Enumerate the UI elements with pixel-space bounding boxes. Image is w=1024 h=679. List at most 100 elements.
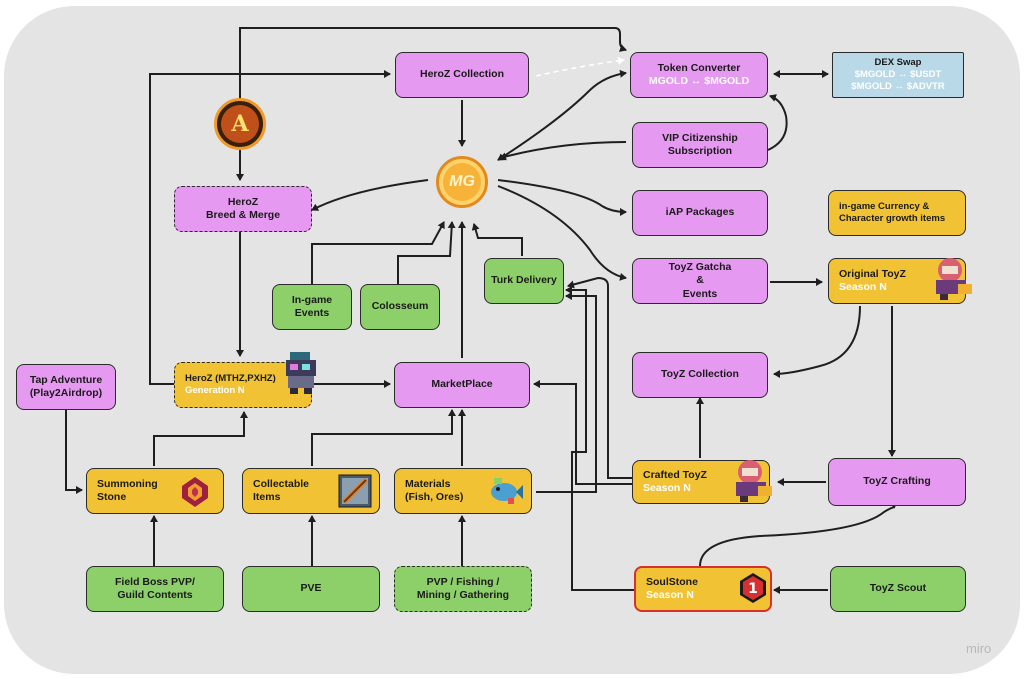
pvp-line2: Mining / Gathering xyxy=(416,589,510,601)
fieldboss-line2: Guild Contents xyxy=(117,589,193,601)
arrow-mg-token-converter xyxy=(497,69,627,161)
miro-watermark: miro xyxy=(966,641,992,656)
tap-line1: Tap Adventure xyxy=(29,373,103,386)
tap-adventure-node[interactable]: Tap Adventure (Play2Airdrop) xyxy=(16,364,116,410)
ingame-events-node[interactable]: In-game Events xyxy=(272,284,352,330)
heroz-robot-icon xyxy=(286,352,316,394)
toyz-scout-label: ToyZ Scout xyxy=(869,582,927,595)
legend-line1: in-game Currency & xyxy=(839,201,930,213)
collectable-line2: Items xyxy=(253,491,281,503)
breed-line1: HeroZ xyxy=(227,195,259,208)
crafted-toyz-title: Crafted ToyZ xyxy=(643,468,707,481)
mg-coin-icon: MG xyxy=(436,156,488,208)
iap-packages-node[interactable]: iAP Packages xyxy=(632,190,768,236)
materials-fish-icon xyxy=(491,478,523,504)
soulstone-badge-icon: 1 xyxy=(740,573,766,603)
token-converter-sub: MGOLD ↔ $MGOLD xyxy=(648,75,750,87)
original-toyz-character-icon xyxy=(936,258,972,300)
gacha-line1: ToyZ Gatcha xyxy=(668,261,732,274)
iap-label: iAP Packages xyxy=(665,206,735,219)
collectable-line1: Collectable xyxy=(253,477,310,490)
arrow-soulstone-to-crafting xyxy=(699,501,898,567)
field-boss-node[interactable]: Field Boss PVP/ Guild Contents xyxy=(86,566,224,612)
soulstone-title: SoulStone xyxy=(646,575,698,588)
toyz-crafting-node[interactable]: ToyZ Crafting xyxy=(828,458,966,506)
arrow-summoning-to-heroz xyxy=(153,411,248,466)
toyz-crafting-label: ToyZ Crafting xyxy=(863,475,931,488)
turk-label: Turk Delivery xyxy=(491,274,557,287)
toyz-scout-node[interactable]: ToyZ Scout xyxy=(830,566,966,612)
toyz-gacha-node[interactable]: ToyZ Gatcha & Events xyxy=(632,258,768,304)
collectable-items-icon xyxy=(338,474,372,508)
heroz-gen-sub: Generation N xyxy=(185,385,245,396)
toyz-collection-label: ToyZ Collection xyxy=(661,368,739,381)
arrow-events-to-mg xyxy=(311,221,445,284)
vip-line1: VIP Citizenship xyxy=(662,131,738,144)
legend-currency-node: in-game Currency & Character growth item… xyxy=(828,190,966,236)
advtr-coin-icon: A xyxy=(214,98,266,150)
original-toyz-title: Original ToyZ xyxy=(839,267,906,280)
crafted-toyz-sub: Season N xyxy=(643,482,691,494)
arrow-tap-to-summoning xyxy=(65,408,83,494)
advtr-coin-glyph: A xyxy=(221,105,259,143)
gacha-line3: Events xyxy=(682,287,718,300)
original-toyz-sub: Season N xyxy=(839,281,887,293)
summoning-line1: Summoning xyxy=(97,477,158,490)
heroz-gen-title: HeroZ (MTHZ,PXHZ) xyxy=(185,373,276,385)
soulstone-badge-number: 1 xyxy=(748,581,758,597)
soulstone-sub: Season N xyxy=(646,589,694,601)
vip-subscription-node[interactable]: VIP Citizenship Subscription xyxy=(632,122,768,168)
turk-delivery-node[interactable]: Turk Delivery xyxy=(484,258,564,304)
token-converter-title: Token Converter xyxy=(657,61,741,74)
arrow-turk-to-mg xyxy=(471,223,523,256)
dex-swap-title: DEX Swap xyxy=(874,57,922,69)
crafted-toyz-character-icon xyxy=(736,460,772,502)
breed-line2: Breed & Merge xyxy=(205,209,281,221)
arrow-vip-to-mg xyxy=(499,141,627,161)
events-line2: Events xyxy=(294,307,330,319)
arrow-crafted-to-turk xyxy=(567,276,632,479)
pve-node[interactable]: PVE xyxy=(242,566,380,612)
tap-line2: (Play2Airdrop) xyxy=(29,387,103,399)
gacha-line2: & xyxy=(696,274,704,287)
arrow-soulstone-to-turk xyxy=(565,286,634,591)
dex-swap-node[interactable]: DEX Swap $MGOLD ↔ $USDT $MGOLD ↔ $ADVTR xyxy=(832,52,964,98)
arrow-materials-to-turk xyxy=(536,292,597,493)
arrow-spine-to-heroz-collection xyxy=(149,70,391,385)
marketplace-node[interactable]: MarketPlace xyxy=(394,362,530,408)
pvp-fishing-node[interactable]: PVP / Fishing / Mining / Gathering xyxy=(394,566,532,612)
arrow-mg-to-iap xyxy=(497,179,627,216)
arrow-vip-to-token-converter xyxy=(767,94,788,151)
summoning-stone-node[interactable]: Summoning Stone xyxy=(86,468,224,514)
dex-swap-line2: $MGOLD ↔ $ADVTR xyxy=(851,80,945,92)
arrow-original-to-collection xyxy=(773,305,861,378)
fieldboss-line1: Field Boss PVP/ xyxy=(115,575,195,588)
events-line1: In-game xyxy=(291,293,333,306)
mg-coin-glyph: MG xyxy=(443,163,481,201)
marketplace-label: MarketPlace xyxy=(431,378,493,391)
dashed-heroz-to-token-converter xyxy=(535,56,625,77)
arrow-colosseum-to-mg xyxy=(397,221,456,284)
arrow-spine-to-token-converter xyxy=(239,27,627,108)
pve-label: PVE xyxy=(300,582,322,595)
summoning-line2: Stone xyxy=(97,491,127,503)
materials-line1: Materials xyxy=(405,477,451,490)
arrow-mg-to-gacha xyxy=(497,185,627,281)
arrow-mg-to-breed xyxy=(311,179,429,211)
pvp-line1: PVP / Fishing / xyxy=(426,575,500,588)
legend-line2: Character growth items xyxy=(839,213,946,224)
token-converter-node[interactable]: Token Converter MGOLD ↔ $MGOLD xyxy=(630,52,768,98)
toyz-collection-node[interactable]: ToyZ Collection xyxy=(632,352,768,398)
materials-line2: (Fish, Ores) xyxy=(405,491,464,503)
arrow-crafted-to-marketplace xyxy=(533,380,632,485)
heroz-breed-node[interactable]: HeroZ Breed & Merge xyxy=(174,186,312,232)
summoning-stone-icon xyxy=(182,477,208,507)
heroz-collection-label: HeroZ Collection xyxy=(419,68,504,81)
colosseum-node[interactable]: Colosseum xyxy=(360,284,440,330)
vip-line2: Subscription xyxy=(667,145,733,157)
heroz-collection-node[interactable]: HeroZ Collection xyxy=(395,52,529,98)
arrow-collectables-to-marketplace xyxy=(311,409,456,466)
dex-swap-line1: $MGOLD ↔ $USDT xyxy=(854,69,942,81)
